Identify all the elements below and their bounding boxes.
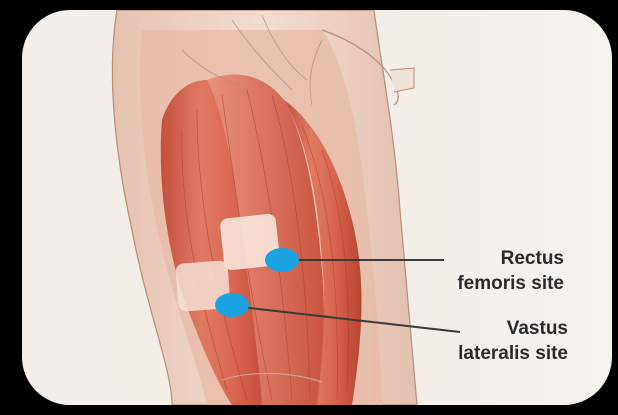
vastus-lateralis-marker	[215, 293, 249, 317]
illustration-panel: Rectus femoris site Vastus lateralis sit…	[22, 10, 612, 405]
rectus-label-line1: Rectus	[457, 246, 564, 271]
vastus-label-line1: Vastus	[458, 316, 568, 341]
hip-detail	[390, 68, 414, 92]
vastus-lateralis-label: Vastus lateralis site	[458, 316, 568, 366]
rectus-femoris-marker	[265, 248, 299, 272]
rectus-femoris-label: Rectus femoris site	[457, 246, 564, 296]
vastus-label-line2: lateralis site	[458, 341, 568, 366]
rectus-label-line2: femoris site	[457, 271, 564, 296]
